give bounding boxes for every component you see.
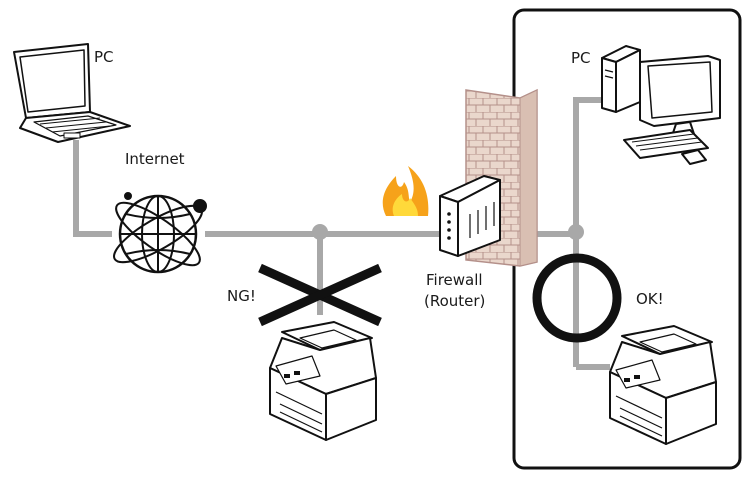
printer-icon xyxy=(609,325,717,445)
laptop-icon xyxy=(13,43,131,143)
desktop-computer-icon xyxy=(601,45,721,165)
pc-right-label: PC xyxy=(571,49,591,67)
ok-label: OK! xyxy=(636,290,664,308)
flame-icon xyxy=(382,166,429,216)
globe-icon xyxy=(113,192,207,274)
cross-mark-icon xyxy=(258,263,382,327)
pc-left-label: PC xyxy=(94,48,114,66)
internet-label: Internet xyxy=(125,150,185,168)
firewall-label: Firewall xyxy=(426,271,483,289)
junction-dot-right xyxy=(568,224,584,240)
ng-label: NG! xyxy=(227,287,256,305)
circle-mark-icon xyxy=(532,253,622,343)
printer-icon xyxy=(269,321,377,441)
router-label: (Router) xyxy=(424,292,485,310)
junction-dot-left xyxy=(312,224,328,240)
router-icon xyxy=(439,175,501,257)
